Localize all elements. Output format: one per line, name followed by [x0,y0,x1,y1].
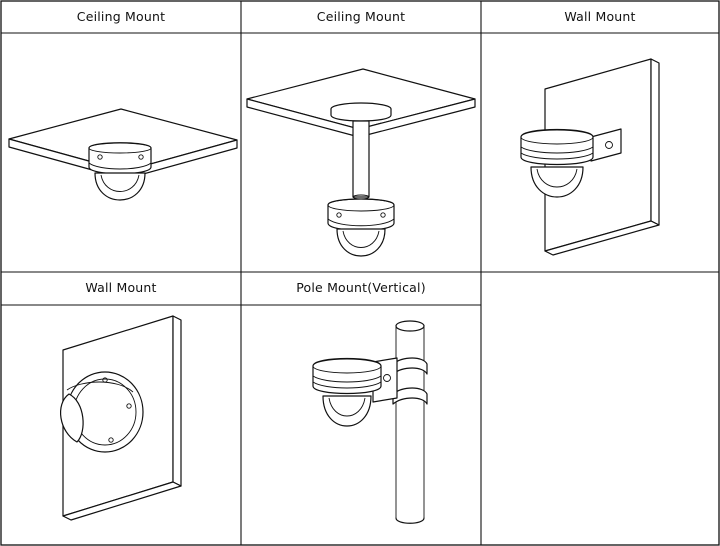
cell-wall-mount-2: Wall Mount [1,272,241,545]
cell-pole-mount: Pole Mount(Vertical) [241,272,481,545]
dome-camera-pole-icon [312,320,428,524]
cell-label: Pole Mount(Vertical) [296,280,426,295]
cell-ceiling-mount-2: Ceiling Mount [241,1,481,272]
cell-ceiling-mount-1: Ceiling Mount [1,1,241,272]
dome-camera-ceiling-icon [8,108,238,201]
cell-label: Ceiling Mount [76,9,166,24]
cell-wall-mount-1: Wall Mount [481,1,719,272]
cell-label: Ceiling Mount [316,9,406,24]
dome-camera-wall-flush-icon [60,315,182,521]
dome-camera-wall-bracket-icon [520,58,660,256]
dome-camera-pendant-icon [246,68,476,257]
cell-empty [481,272,719,545]
cell-label: Wall Mount [564,9,636,24]
cell-label: Wall Mount [85,280,157,295]
